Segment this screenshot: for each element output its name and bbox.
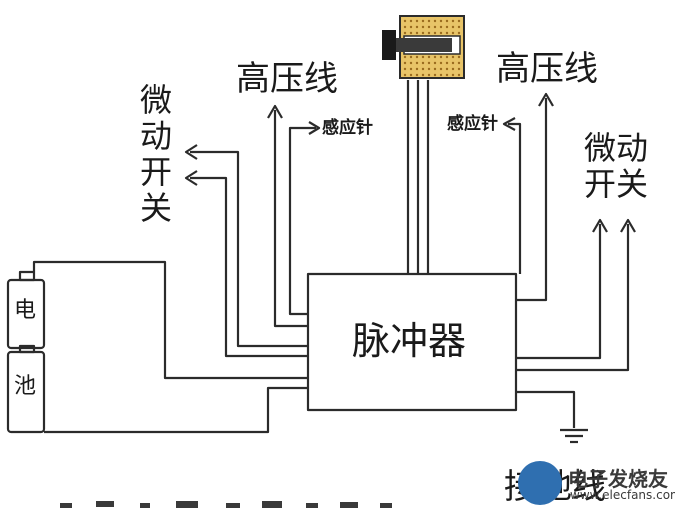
wire-hv-left: [273, 110, 308, 328]
battery-cell-top-cap: [18, 270, 36, 282]
high-voltage-left-label: 高压线: [236, 59, 338, 99]
micro-switch-left-label: 微动开关: [140, 81, 173, 227]
high-voltage-right-label: 高压线: [496, 49, 598, 89]
watermark-logo-icon: [518, 461, 562, 505]
watermark-site: www.elecfans.com: [570, 488, 675, 502]
arrow-micro-right-1: [592, 218, 608, 233]
wire-probe-left: [288, 126, 316, 316]
arrow-probe-left: [308, 121, 321, 135]
arrow-hv-left: [267, 104, 283, 119]
pulse-generator-label: 脉冲器: [352, 319, 467, 363]
wire-probe-right: [508, 122, 522, 274]
probe-left-label: 感应针: [322, 118, 373, 138]
watermark-name: 电子发烧友: [568, 467, 668, 491]
wire-micro-left-2: [190, 176, 308, 358]
arrow-micro-left-2: [184, 170, 198, 186]
wire-micro-right-1: [516, 224, 602, 360]
arrow-micro-right-2: [620, 218, 636, 233]
arrow-hv-right: [538, 92, 554, 107]
battery-top-label: 电: [14, 298, 37, 323]
bottom-strip: [60, 501, 392, 508]
ignition-coil: [382, 15, 465, 79]
wire-battery-top: [32, 260, 308, 380]
micro-switch-right-label: 微动开关: [584, 129, 649, 203]
battery-bottom-label: 池: [14, 374, 37, 399]
wire-micro-right-2: [516, 224, 630, 372]
probe-right-label: 感应针: [447, 114, 498, 134]
wire-battery-bottom: [44, 386, 308, 434]
battery-cell-bottom-cap: [18, 344, 36, 354]
arrow-probe-right: [502, 117, 516, 131]
watermark: 电子发烧友 www.elecfans.com: [518, 461, 675, 507]
wire-micro-left-1: [190, 150, 308, 348]
wire-hv-right: [516, 98, 548, 302]
wire-ground: [516, 390, 576, 428]
pulse-box: [306, 272, 518, 412]
arrow-micro-left-1: [184, 144, 198, 160]
